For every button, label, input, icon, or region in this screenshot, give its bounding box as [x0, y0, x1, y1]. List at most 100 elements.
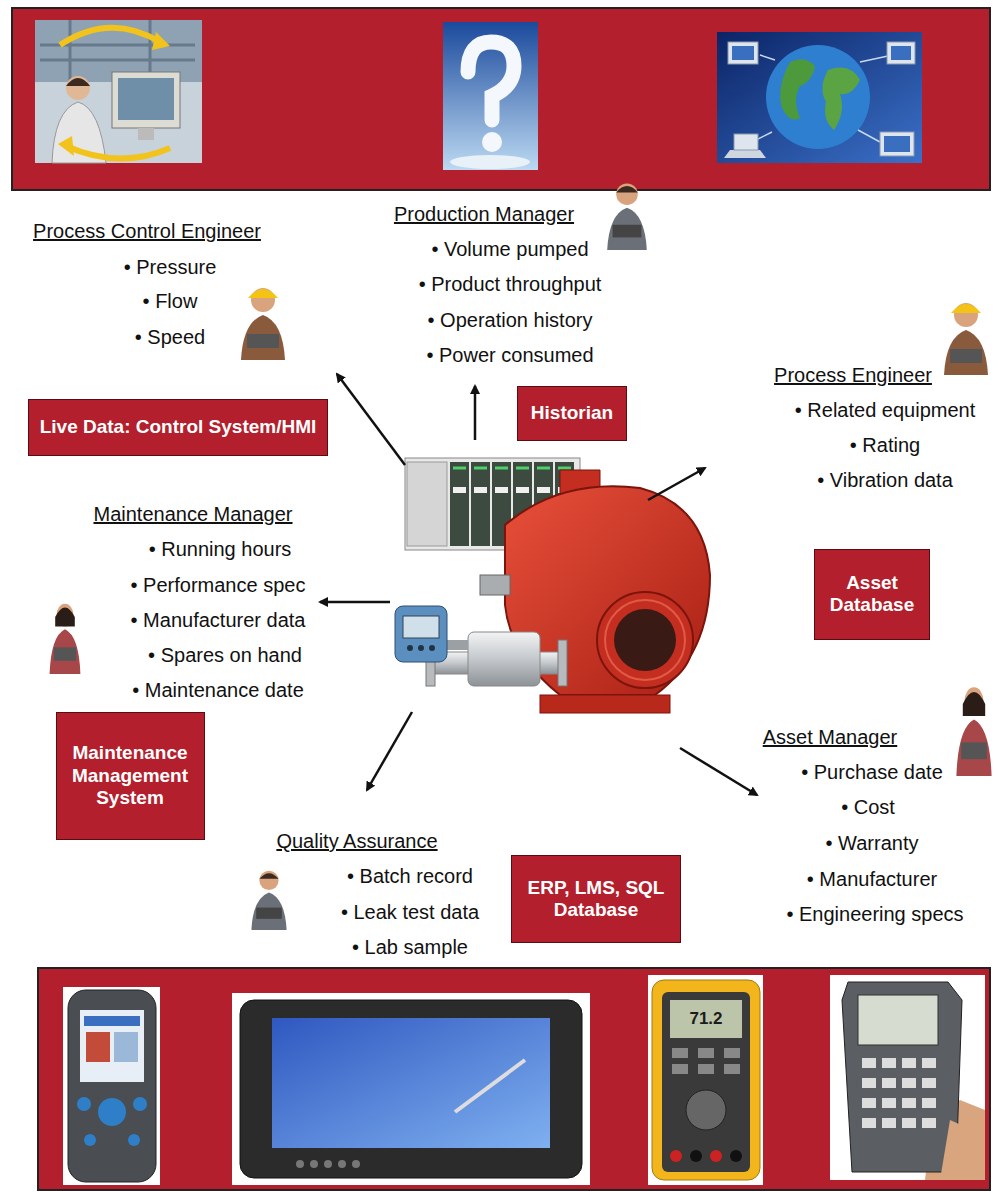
handheld-communicator-part — [882, 1118, 896, 1128]
engineer-computer-photo-part — [152, 32, 170, 50]
role-item: • Flow — [143, 290, 198, 313]
engineer-computer-photo-part — [138, 128, 154, 140]
person-icon-part — [607, 208, 647, 250]
pda-device-part — [86, 1032, 110, 1062]
handheld-communicator-part — [862, 1118, 876, 1128]
pump-part — [540, 695, 670, 713]
multimeter-part — [686, 1090, 726, 1130]
handheld-communicator-part — [902, 1098, 916, 1108]
system-box: Asset Database — [814, 549, 930, 640]
box-label: Live Data: Control System/HMI — [40, 416, 317, 438]
top-band — [12, 8, 990, 190]
role-item: • Pressure — [124, 256, 217, 279]
role-item: • Performance spec — [131, 574, 306, 597]
global-network-photo-part — [780, 59, 815, 119]
rugged-tablet-part — [338, 1160, 346, 1168]
person-icon-part — [951, 304, 981, 313]
role-heading: Process Control Engineer — [33, 220, 261, 243]
bottom-band — [38, 968, 990, 1190]
handheld-communicator-part — [862, 1098, 876, 1108]
handheld-communicator-part — [882, 1058, 896, 1068]
pump-part — [614, 609, 676, 671]
arrow-part — [337, 374, 405, 465]
pump-part — [480, 575, 510, 595]
role-item: • Product throughput — [419, 273, 602, 296]
system-box: Historian — [517, 386, 627, 441]
role-item: • Maintenance date — [132, 679, 304, 702]
role-item: • Warranty — [826, 832, 919, 855]
pda-device-part — [84, 1016, 140, 1026]
person-icon-part — [616, 186, 638, 192]
rugged-tablet-part — [352, 1160, 360, 1168]
multimeter-part — [672, 1064, 688, 1074]
handheld-communicator-part — [858, 995, 938, 1045]
flowmeter-part — [395, 606, 447, 662]
engineer-computer-photo-part — [66, 146, 170, 159]
pda-device-part — [63, 987, 160, 1185]
role-item: • Volume pumped — [431, 238, 588, 261]
handheld-communicator-part — [922, 1078, 936, 1088]
handheld-communicator-part — [902, 1078, 916, 1088]
multimeter-part — [730, 1150, 742, 1162]
arrow-part — [680, 748, 757, 795]
role-item: • Rating — [850, 434, 920, 457]
flowmeter-part — [468, 632, 540, 686]
handheld-communicator — [830, 975, 985, 1180]
person-icon — [241, 288, 285, 360]
system-box: Maintenance Management System — [56, 712, 205, 840]
handheld-communicator-part — [940, 1120, 985, 1180]
role-item: • Cost — [841, 796, 895, 819]
flowmeter — [395, 606, 567, 686]
handheld-communicator-part — [882, 1098, 896, 1108]
handheld-communicator-part — [922, 1058, 936, 1068]
role-item: • Related equipment — [795, 399, 975, 422]
person-icon — [50, 604, 81, 674]
multimeter-part — [710, 1150, 722, 1162]
role-item: • Spares on hand — [148, 644, 302, 667]
rugged-tablet-part — [232, 993, 590, 1185]
handheld-communicator-part — [922, 1098, 936, 1108]
plc-rack-part — [450, 462, 469, 546]
handheld-communicator-part — [862, 1078, 876, 1088]
multimeter-part — [690, 1150, 702, 1162]
person-icon-part — [247, 334, 279, 348]
engineer-computer-photo-part — [66, 78, 90, 86]
person-icon-part — [950, 349, 982, 363]
multimeter-part — [672, 1048, 688, 1058]
handheld-communicator-part — [862, 1058, 876, 1068]
rugged-tablet-part — [296, 1160, 304, 1168]
person-icon — [251, 871, 286, 930]
person-icon-part — [616, 183, 638, 205]
person-icon-part — [961, 742, 987, 759]
flowmeter-part — [407, 645, 413, 651]
engineer-computer-photo — [35, 20, 202, 163]
question-cloud-photo-part — [468, 42, 514, 120]
flowmeter-part — [558, 640, 567, 686]
role-item: • Purchase date — [801, 761, 943, 784]
person-icon — [944, 303, 988, 375]
handheld-communicator-part — [902, 1058, 916, 1068]
plc-rack-part — [453, 487, 571, 493]
role-heading: Maintenance Manager — [93, 503, 292, 526]
box-label: Historian — [531, 402, 613, 424]
question-cloud-photo-part — [482, 132, 502, 152]
person-icon-part — [259, 873, 278, 879]
multimeter-part — [662, 992, 750, 1172]
role-item: • Speed — [135, 326, 205, 349]
role-item: • Manufacturer data — [131, 609, 306, 632]
flowmeter-part — [403, 616, 439, 638]
multimeter-part — [698, 1048, 714, 1058]
engineer-computer-photo-part — [118, 78, 174, 120]
multimeter-part — [652, 980, 760, 1180]
handheld-communicator-part — [842, 982, 962, 1172]
multimeter-part — [724, 1048, 740, 1058]
role-item: • Lab sample — [352, 936, 468, 959]
rugged-tablet-part — [240, 1000, 582, 1178]
multimeter-part — [724, 1064, 740, 1074]
pda-device-part — [98, 1098, 126, 1126]
role-item: • Leak test data — [341, 901, 479, 924]
engineer-computer-photo-part — [58, 136, 74, 156]
person-icon-part — [248, 289, 278, 298]
multimeter-part — [670, 1000, 742, 1038]
